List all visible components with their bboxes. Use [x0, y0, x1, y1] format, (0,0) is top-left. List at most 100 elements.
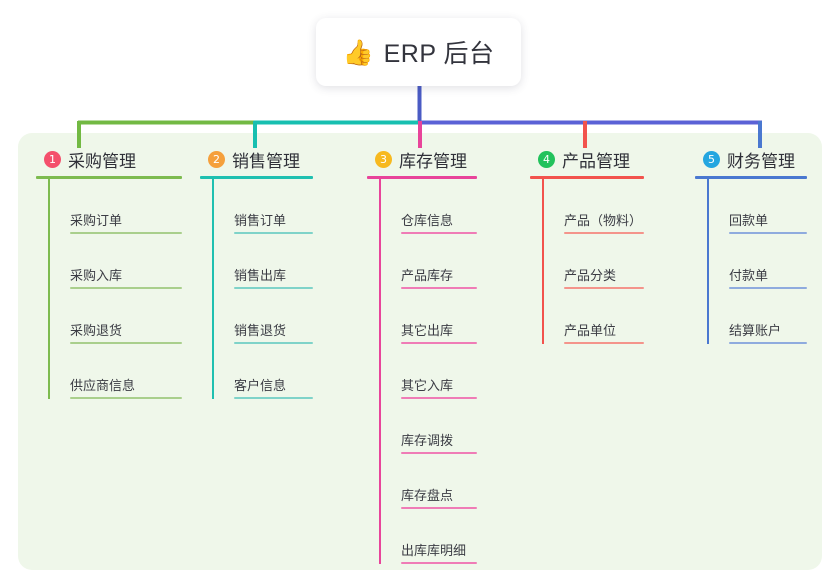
branch-item[interactable]: 其它入库: [379, 344, 477, 399]
branch-item-underline: [401, 342, 477, 344]
branch-underline: [367, 176, 477, 179]
branch-header-1[interactable]: 1 采购管理: [36, 146, 182, 172]
branch-item-underline: [70, 287, 182, 289]
branch-item-label: 付款单: [729, 268, 769, 283]
branch-header-5[interactable]: 5 财务管理: [695, 146, 807, 172]
branch-underline: [695, 176, 807, 179]
branch-column-1: 1 采购管理采购订单采购入库采购退货供应商信息: [36, 146, 182, 399]
branch-number-badge: 4: [538, 150, 555, 168]
branch-underline: [36, 176, 182, 179]
branch-item-label: 销售订单: [234, 213, 287, 228]
branch-item-label: 产品单位: [564, 323, 617, 338]
branch-item-underline: [234, 287, 313, 289]
branch-items: 采购订单采购入库采购退货供应商信息: [36, 179, 182, 399]
branch-item[interactable]: 产品单位: [542, 289, 644, 344]
branch-title: 销售管理: [232, 151, 300, 171]
branch-item[interactable]: 供应商信息: [48, 344, 182, 399]
branch-item-label: 采购订单: [70, 213, 123, 228]
branch-item-underline: [234, 232, 313, 234]
branch-underline: [530, 176, 644, 179]
branch-item-underline: [401, 287, 477, 289]
branch-item[interactable]: 库存盘点: [379, 454, 477, 509]
branch-item-label: 出库库明细: [401, 543, 467, 558]
branch-item-underline: [401, 562, 477, 564]
diagram-background-panel: [18, 133, 822, 570]
branch-spine: [707, 179, 709, 344]
branch-item-label: 库存盘点: [401, 488, 454, 503]
branch-number-badge: 3: [375, 150, 392, 168]
branch-item-underline: [70, 232, 182, 234]
branch-item-label: 仓库信息: [401, 213, 454, 228]
branch-spine: [542, 179, 544, 344]
branch-item[interactable]: 结算账户: [707, 289, 807, 344]
branch-item[interactable]: 回款单: [707, 179, 807, 234]
branch-item-underline: [234, 342, 313, 344]
branch-items: 销售订单销售出库销售退货客户信息: [200, 179, 313, 399]
branch-item-underline: [401, 397, 477, 399]
branch-item-underline: [729, 287, 807, 289]
branch-number-badge: 5: [703, 150, 720, 168]
branch-item[interactable]: 其它出库: [379, 289, 477, 344]
root-title: ERP 后台: [383, 40, 495, 68]
branch-item-underline: [729, 232, 807, 234]
branch-item[interactable]: 仓库信息: [379, 179, 477, 234]
branch-number-badge: 1: [44, 150, 61, 168]
branch-title: 采购管理: [68, 151, 136, 171]
branch-column-2: 2 销售管理销售订单销售出库销售退货客户信息: [200, 146, 313, 399]
branch-item-label: 客户信息: [234, 378, 287, 393]
branch-item-label: 采购入库: [70, 268, 123, 283]
branch-item[interactable]: 销售出库: [212, 234, 313, 289]
branch-item-label: 其它入库: [401, 378, 454, 393]
branch-item-label: 供应商信息: [70, 378, 136, 393]
thumbs-up-icon: 👍: [342, 38, 374, 67]
branch-item-underline: [234, 397, 313, 399]
branch-item[interactable]: 采购退货: [48, 289, 182, 344]
branch-item-underline: [70, 342, 182, 344]
branch-item-label: 其它出库: [401, 323, 454, 338]
branch-header-2[interactable]: 2 销售管理: [200, 146, 313, 172]
branch-item[interactable]: 产品分类: [542, 234, 644, 289]
branch-item[interactable]: 客户信息: [212, 344, 313, 399]
branch-items: 产品（物料） 产品分类产品单位: [530, 179, 644, 344]
branch-item-underline: [729, 342, 807, 344]
branch-title: 产品管理: [562, 151, 630, 171]
branch-item[interactable]: 产品（物料）: [542, 179, 644, 234]
root-node[interactable]: 👍 ERP 后台: [316, 18, 521, 86]
branch-item[interactable]: 库存调拨: [379, 399, 477, 454]
branch-item-underline: [564, 232, 644, 234]
branch-item-label: 回款单: [729, 213, 769, 228]
branch-item[interactable]: 销售订单: [212, 179, 313, 234]
branch-item-underline: [401, 452, 477, 454]
branch-item-label: 库存调拨: [401, 433, 454, 448]
branch-column-4: 4 产品管理产品（物料） 产品分类产品单位: [530, 146, 644, 344]
branch-spine: [212, 179, 214, 399]
branch-item-label: 结算账户: [729, 323, 782, 338]
branch-item[interactable]: 产品库存: [379, 234, 477, 289]
branch-item-label: 销售退货: [234, 323, 287, 338]
branch-title: 财务管理: [727, 151, 795, 171]
branch-item-underline: [564, 342, 644, 344]
branch-item-underline: [70, 397, 182, 399]
branch-item-underline: [401, 232, 477, 234]
branch-number-badge: 2: [208, 150, 225, 168]
branch-items: 回款单付款单结算账户: [695, 179, 807, 344]
branch-spine: [379, 179, 381, 564]
branch-item-underline: [564, 287, 644, 289]
branch-item-underline: [401, 507, 477, 509]
branch-spine: [48, 179, 50, 399]
branch-item[interactable]: 销售退货: [212, 289, 313, 344]
branch-column-5: 5 财务管理回款单付款单结算账户: [695, 146, 807, 344]
branch-header-4[interactable]: 4 产品管理: [530, 146, 644, 172]
branch-item[interactable]: 采购订单: [48, 179, 182, 234]
branch-items: 仓库信息产品库存其它出库其它入库库存调拨库存盘点出库库明细: [367, 179, 477, 564]
branch-item[interactable]: 采购入库: [48, 234, 182, 289]
branch-underline: [200, 176, 313, 179]
branch-item-label: 产品（物料）: [564, 213, 643, 228]
branch-item-label: 产品库存: [401, 268, 454, 283]
branch-item[interactable]: 出库库明细: [379, 509, 477, 564]
branch-item[interactable]: 付款单: [707, 234, 807, 289]
